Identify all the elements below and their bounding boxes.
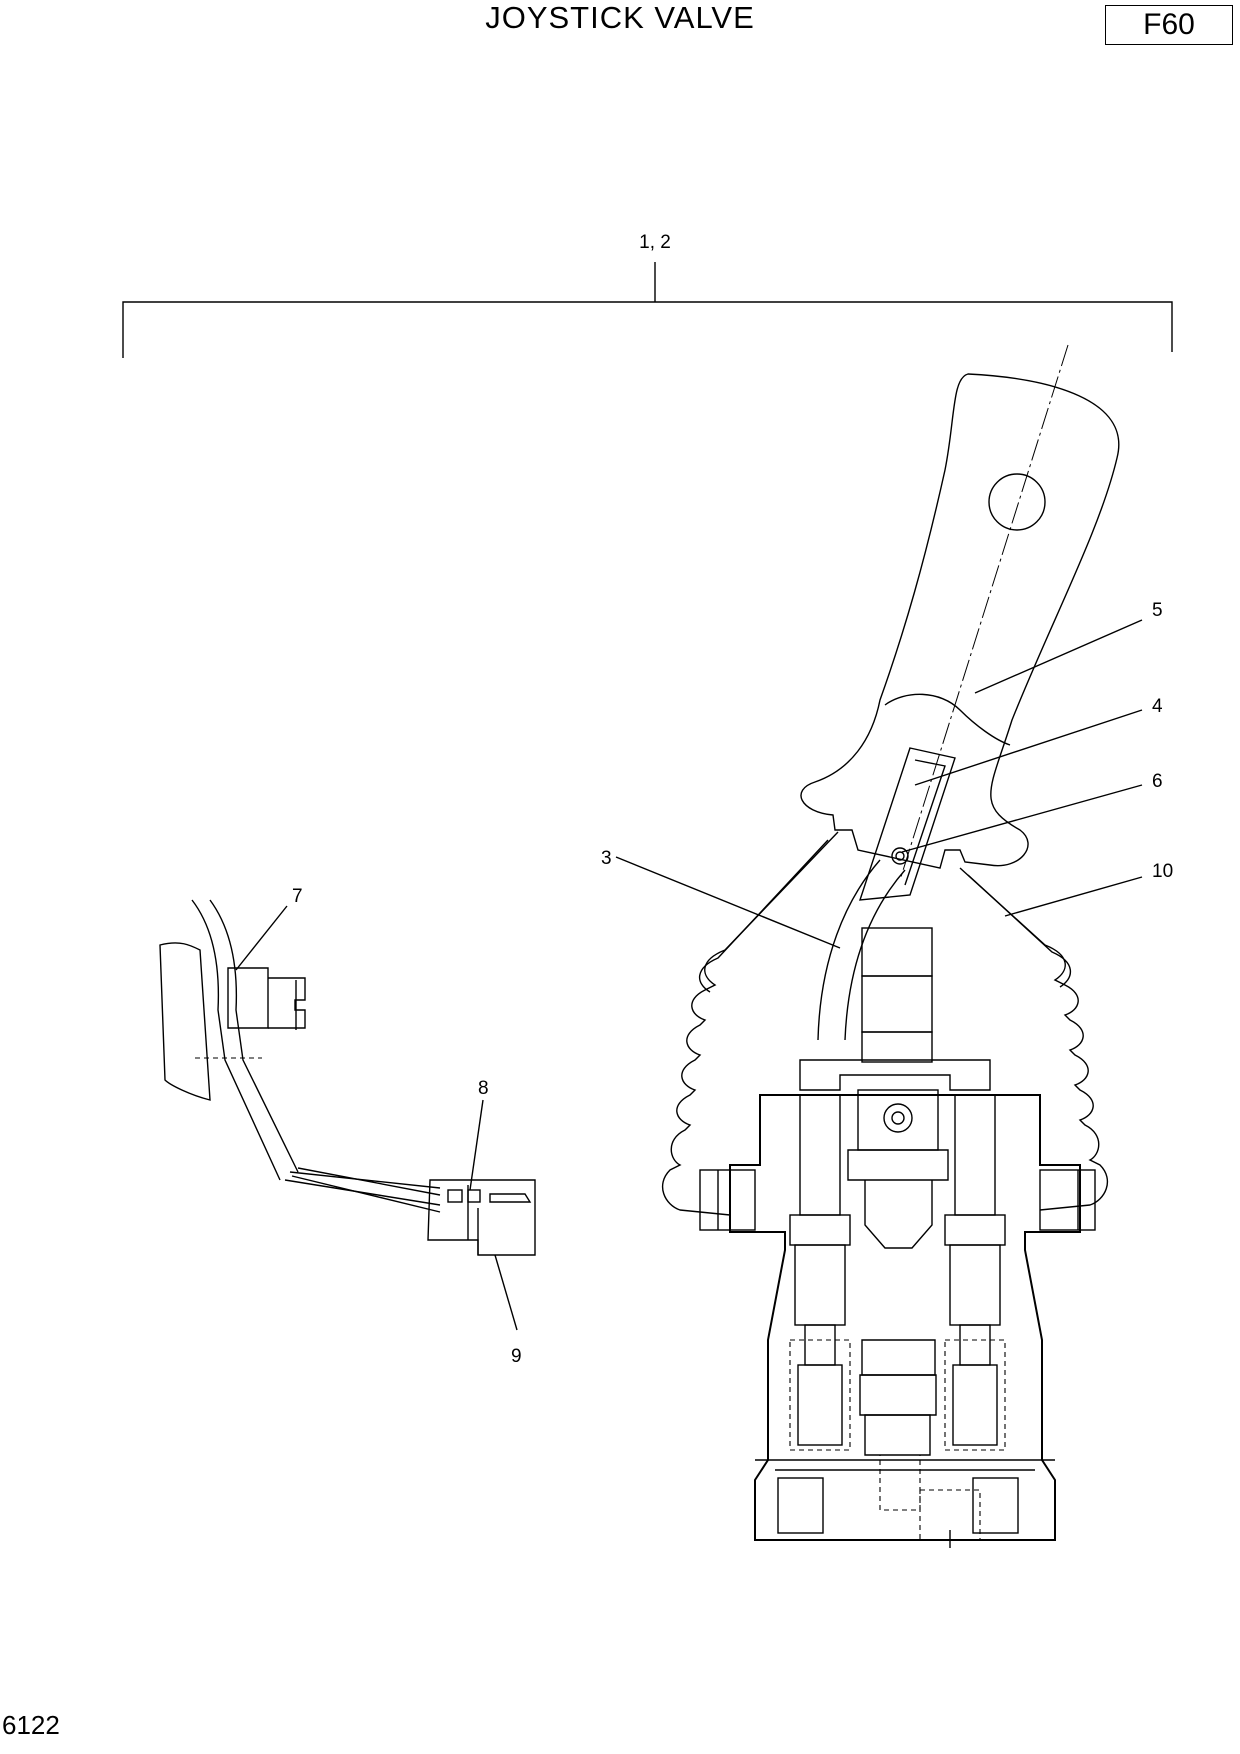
valve-pistons xyxy=(789,1094,1006,1541)
callout-4: 4 xyxy=(1152,696,1163,717)
leader-lines xyxy=(235,619,1143,1331)
valve-housing xyxy=(699,1094,1096,1548)
page-title: JOYSTICK VALVE xyxy=(485,0,755,35)
assembly-bracket xyxy=(122,262,1173,358)
figure-code-box: F60 xyxy=(1105,5,1233,45)
callout-1-2: 1, 2 xyxy=(639,232,671,253)
callout-5: 5 xyxy=(1152,600,1163,621)
callout-8: 8 xyxy=(478,1078,489,1099)
callout-7: 7 xyxy=(292,886,303,907)
valve-upper-body xyxy=(799,927,991,1249)
wire-harness xyxy=(159,899,536,1256)
bellows-boot xyxy=(661,831,1109,1216)
callout-9: 9 xyxy=(511,1346,522,1367)
callout-10: 10 xyxy=(1152,861,1173,882)
handle-grip xyxy=(800,344,1120,881)
lever-rod xyxy=(817,747,956,1041)
callout-3: 3 xyxy=(601,848,612,869)
page-number: 6122 xyxy=(2,1710,60,1740)
callout-6: 6 xyxy=(1152,771,1163,792)
